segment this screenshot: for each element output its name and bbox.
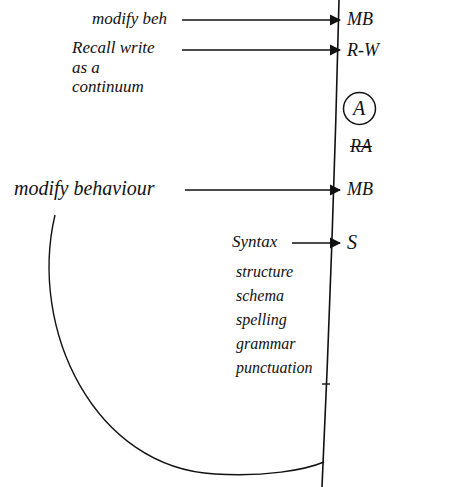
- leader-arrow: [185, 189, 340, 190]
- ink-stroke: [322, 383, 330, 384]
- handwritten-note: schema: [236, 287, 284, 305]
- handwritten-note: grammar: [236, 335, 296, 353]
- handwritten-note: modify behaviour: [14, 177, 155, 200]
- leader-arrow: [182, 19, 340, 20]
- circled-letter: A: [342, 91, 377, 126]
- handwritten-note: S: [347, 231, 357, 254]
- handwritten-note: Syntax: [232, 232, 277, 252]
- handwritten-note: punctuation: [236, 359, 312, 377]
- leader-arrow: [292, 242, 340, 243]
- handwritten-note: Recall write as a continuum: [72, 38, 172, 97]
- leader-arrow: [182, 49, 340, 50]
- handwritten-note: spelling: [236, 311, 287, 329]
- circle-outline-shape: [343, 92, 375, 124]
- handwritten-note: structure: [236, 263, 293, 281]
- node-text: A: [353, 97, 365, 120]
- handwritten-note: RA: [350, 136, 372, 157]
- handwritten-note: modify beh: [92, 9, 167, 29]
- handwritten-note: R-W: [347, 40, 379, 61]
- oval-outline: [49, 215, 324, 475]
- handwritten-note: MB: [347, 179, 373, 200]
- handwritten-note: MB: [347, 9, 373, 30]
